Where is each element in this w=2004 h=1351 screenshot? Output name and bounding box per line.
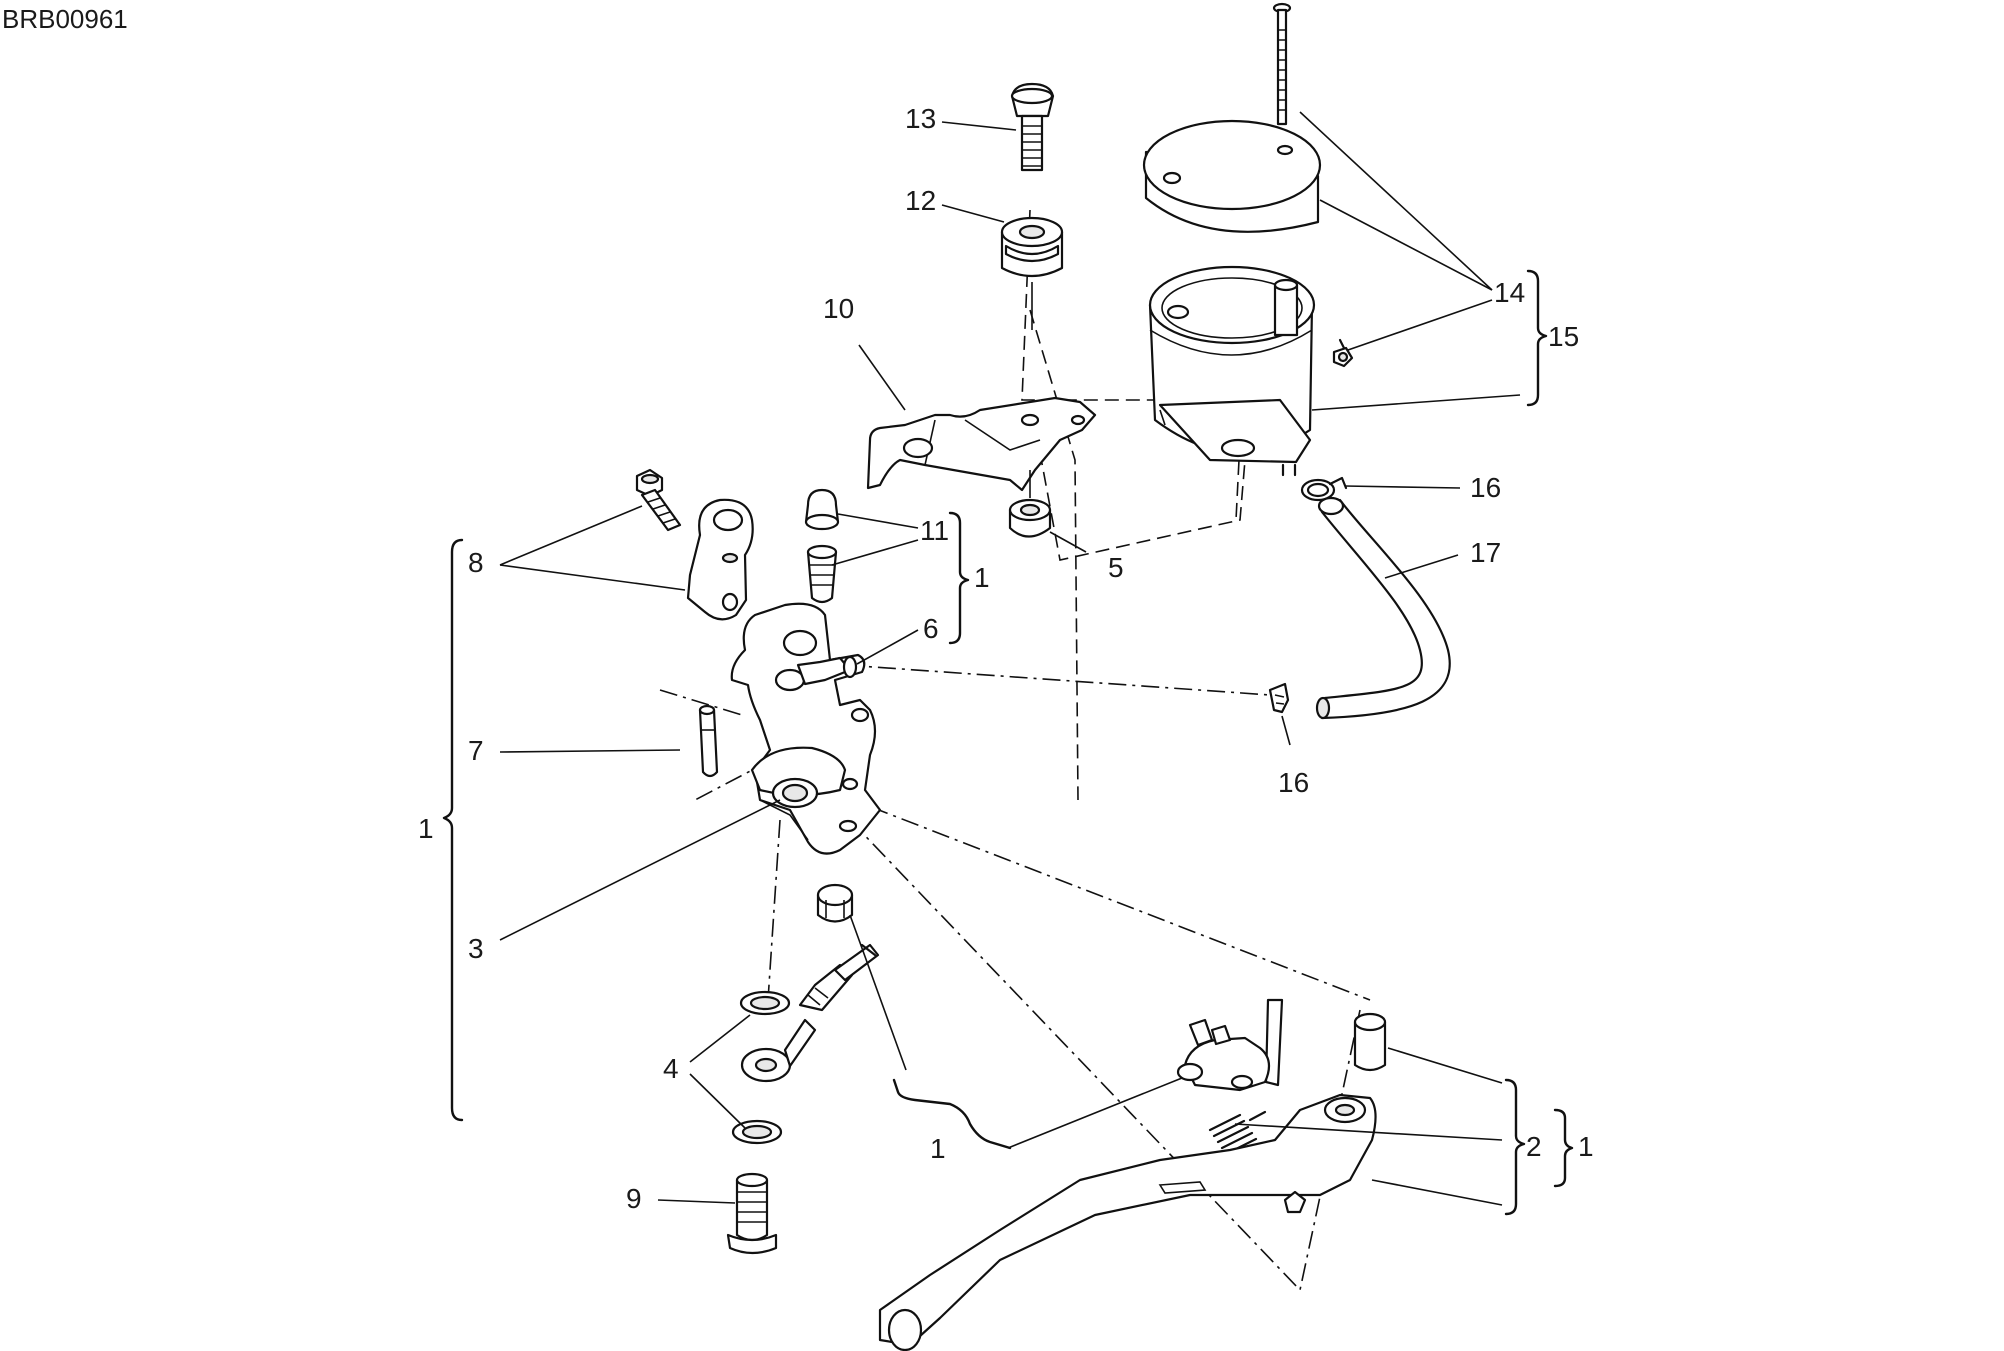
brace-part-1-bottom — [892, 1078, 1012, 1150]
callout-11: 11 — [920, 515, 949, 546]
part-12-grommet — [1000, 216, 1064, 330]
callout-1-left: 1 — [418, 813, 434, 844]
drawing-code: BRB00961 — [2, 4, 128, 34]
callout-labels: 13 12 10 14 15 16 17 16 11 1 6 5 8 7 1 3… — [418, 103, 1594, 1214]
part-14-small-screw — [1332, 338, 1354, 368]
part-4-washer-top — [739, 990, 791, 1016]
brace-part-1-upper — [948, 511, 970, 645]
part-10-bracket — [866, 396, 1097, 492]
callout-10: 10 — [823, 293, 854, 324]
part-13-screw — [1010, 82, 1055, 172]
callout-7: 7 — [468, 735, 484, 766]
callout-12: 12 — [905, 185, 936, 216]
part-17-hose — [1315, 496, 1451, 720]
part-14-reservoir-cap — [1142, 119, 1322, 233]
callout-3: 3 — [468, 933, 484, 964]
callout-1-bottom: 1 — [930, 1133, 946, 1164]
callout-14: 14 — [1494, 277, 1525, 308]
callout-1-right: 1 — [1578, 1131, 1594, 1162]
callout-2: 2 — [1526, 1131, 1542, 1162]
part-2-bushing — [1353, 1012, 1387, 1072]
callout-4: 4 — [663, 1053, 679, 1084]
part-1-master-cylinder — [730, 602, 882, 855]
part-5-nut — [1008, 470, 1052, 538]
part-4-washer-bottom — [731, 1119, 783, 1145]
part-8-clamp — [686, 498, 754, 621]
callout-13: 13 — [905, 103, 936, 134]
part-8-clamp-screw — [635, 468, 682, 532]
braces — [442, 269, 1574, 1216]
callout-8: 8 — [468, 547, 484, 578]
part-11-bleed-cap — [804, 488, 840, 531]
callout-9: 9 — [626, 1183, 642, 1214]
callout-6: 6 — [923, 613, 939, 644]
part-9-banjo-bolt — [726, 1172, 778, 1255]
part-7-pin — [698, 704, 719, 778]
adjuster-nut — [816, 883, 854, 923]
leader-lines — [499, 111, 1521, 1206]
callout-17: 17 — [1470, 537, 1501, 568]
part-2-adjuster — [1176, 998, 1284, 1092]
brace-part-1-left — [442, 538, 464, 1122]
part-16-hose-clip-top — [1300, 476, 1348, 502]
brace-part-15 — [1526, 269, 1548, 407]
part-16-hose-clip-bottom — [1268, 682, 1290, 714]
callout-16-top: 16 — [1470, 472, 1501, 503]
brake-lever — [878, 1093, 1377, 1351]
part-14-long-screw — [1272, 2, 1292, 126]
callout-15: 15 — [1548, 321, 1579, 352]
part-15-reservoir-body — [1148, 265, 1316, 477]
banjo-fitting — [740, 943, 880, 1083]
callout-5: 5 — [1108, 552, 1124, 583]
callout-16-bottom: 16 — [1278, 767, 1309, 798]
part-2-spring — [1208, 1110, 1267, 1156]
callout-1-upper: 1 — [974, 562, 990, 593]
part-11-bleed-valve — [806, 544, 838, 604]
brace-part-2 — [1504, 1078, 1526, 1216]
brace-part-1-right — [1553, 1108, 1574, 1188]
